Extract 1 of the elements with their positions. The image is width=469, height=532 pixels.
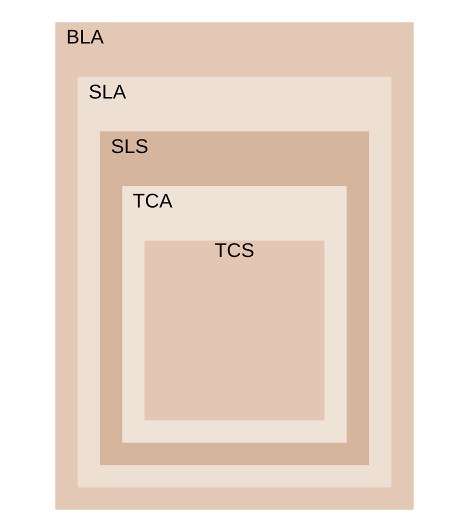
node-box: TCS xyxy=(144,240,324,420)
